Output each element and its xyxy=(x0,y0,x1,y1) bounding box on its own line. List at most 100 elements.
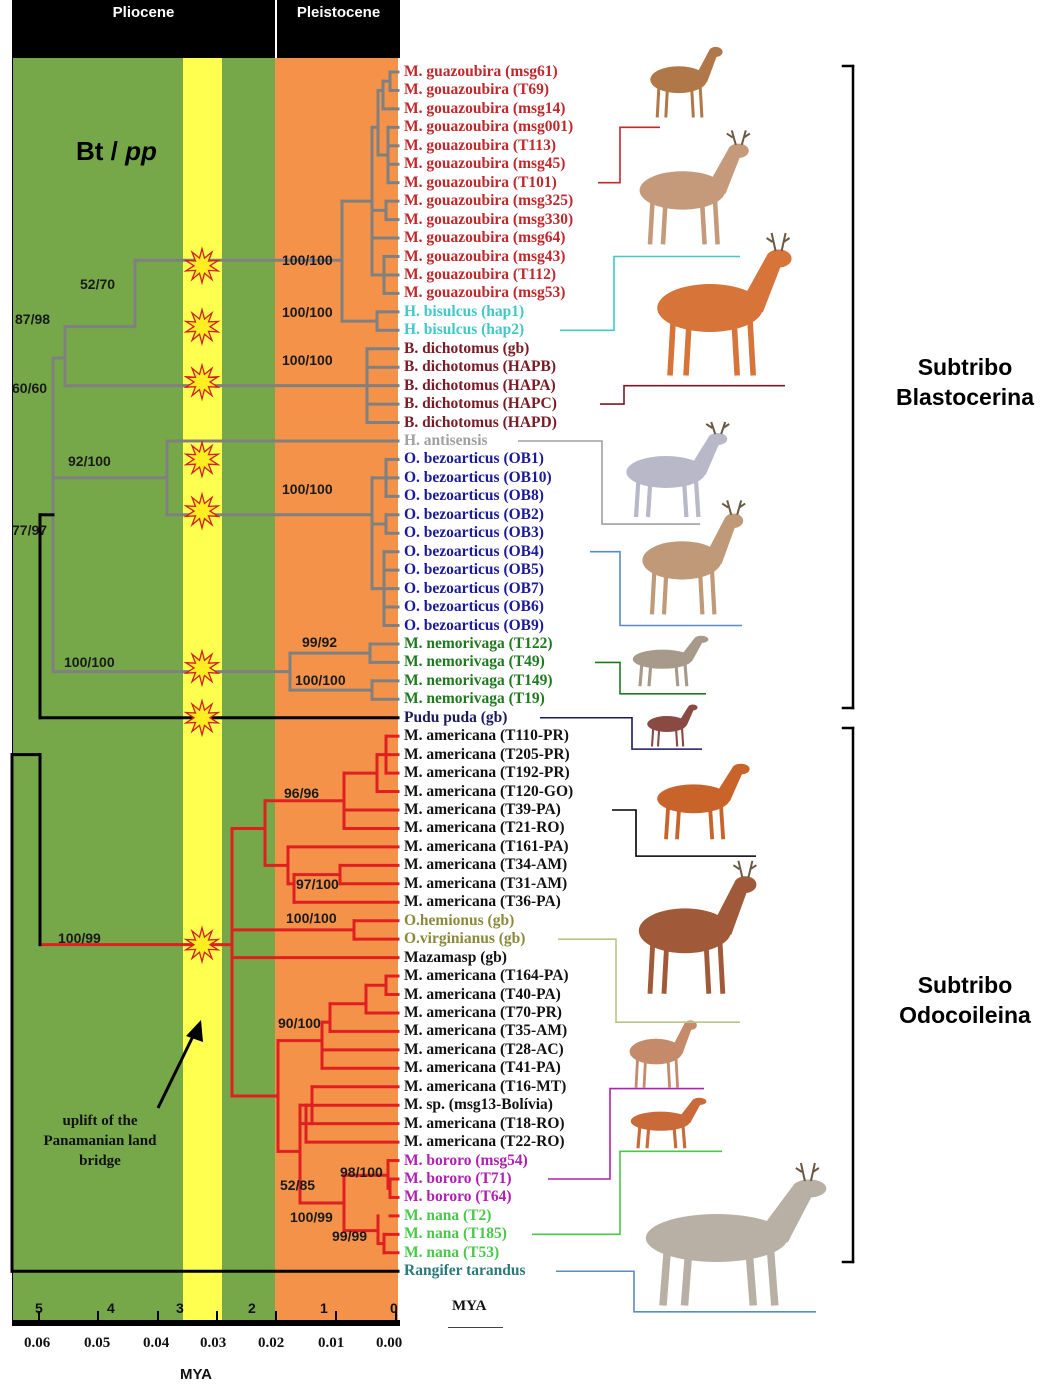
illustration-connector xyxy=(598,127,660,182)
taxon-label: M. americana (T164-PA) xyxy=(404,967,569,985)
taxon-label: M. americana (T205-PR) xyxy=(404,746,570,764)
taxon-label: H. bisulcus (hap2) xyxy=(404,321,524,339)
gray-brocket-deer-buck-icon xyxy=(640,130,750,244)
arrow-head-icon xyxy=(186,1020,203,1042)
divergence-star-icon xyxy=(186,365,218,399)
support-value: 90/100 xyxy=(278,1015,321,1031)
illustration-connector xyxy=(548,1089,704,1179)
axis-tick-label: 0.04 xyxy=(143,1335,169,1352)
axis-line xyxy=(12,1320,400,1326)
support-value: 100/99 xyxy=(290,1209,333,1225)
support-value: 92/100 xyxy=(68,453,111,469)
taxon-label: O. bezoarticus (OB4) xyxy=(404,543,544,561)
taxon-label: M. gouazoubira (msg64) xyxy=(404,229,565,247)
illustration-connector xyxy=(612,810,756,856)
axis-tick-label: 0.06 xyxy=(24,1335,50,1352)
support-value: 100/100 xyxy=(282,481,333,497)
taxon-label: M. gouazoubira (T112) xyxy=(404,266,556,284)
axis-tick-label: 0.05 xyxy=(84,1335,110,1352)
axis-tick-label: 0.02 xyxy=(258,1335,284,1352)
taxon-label: B. dichotomus (HAPD) xyxy=(404,414,557,432)
taxon-label: M. americana (T34-AM) xyxy=(404,856,567,874)
taxon-label: M. americana (T22-RO) xyxy=(404,1133,565,1151)
subtribe-blastocerina: Subtribo Blastocerina xyxy=(880,352,1050,412)
taxon-label: O. bezoarticus (OB2) xyxy=(404,506,544,524)
taxon-label: M. americana (T16-MT) xyxy=(404,1078,566,1096)
taxon-label: M. americana (T40-PA) xyxy=(404,986,561,1004)
reindeer-icon xyxy=(646,1163,827,1306)
taxon-label: Pudu puda (gb) xyxy=(404,709,507,727)
taxon-label: M. nemorivaga (T49) xyxy=(404,653,545,671)
taxon-label: M. americana (T70-PR) xyxy=(404,1004,562,1022)
support-value: 87/98 xyxy=(15,311,50,327)
taxon-label: O. bezoarticus (OB9) xyxy=(404,617,544,635)
taxon-label: Mazamasp (gb) xyxy=(404,949,507,967)
taxon-label: M. sp. (msg13-Bolívia) xyxy=(404,1096,553,1114)
taxon-label: M. nemorivaga (T122) xyxy=(404,635,553,653)
amazonian-brown-brocket-icon xyxy=(633,636,709,686)
taxon-label: H. bisulcus (hap1) xyxy=(404,303,524,321)
taxon-label: M. bororo (T71) xyxy=(404,1170,512,1188)
taxon-label: M. gouazoubira (msg325) xyxy=(404,192,573,210)
mya-tick: 0 xyxy=(390,1300,398,1316)
subtribe-odocoileina: Subtribo Odocoileina xyxy=(880,970,1050,1030)
mya-unit-underline xyxy=(448,1327,503,1328)
support-value: 97/100 xyxy=(296,876,339,892)
taxon-label: O. bezoarticus (OB6) xyxy=(404,598,544,616)
subtribe-line: Subtribo xyxy=(880,352,1050,382)
taxon-label: Rangifer tarandus xyxy=(404,1262,526,1280)
taxon-label: M. gouazoubira (msg001) xyxy=(404,118,573,136)
taxon-label: M. americana (T192-PR) xyxy=(404,764,570,782)
taxon-label: B. dichotomus (HAPB) xyxy=(404,358,556,376)
illustration-connector xyxy=(600,386,785,404)
taxon-label: O. bezoarticus (OB1) xyxy=(404,450,544,468)
support-value: 60/60 xyxy=(12,380,47,396)
support-value: 100/99 xyxy=(58,930,101,946)
axis-tick-label: 0.00 xyxy=(376,1335,402,1352)
subtribe-line: Subtribo xyxy=(880,970,1050,1000)
taxon-label: M. nemorivaga (T149) xyxy=(404,672,553,690)
taxon-label: M. americana (T110-PR) xyxy=(404,727,569,745)
taxon-label: O. bezoarticus (OB5) xyxy=(404,561,544,579)
taxon-label: M. nemorivaga (T19) xyxy=(404,690,545,708)
divergence-star-icon xyxy=(186,494,218,528)
taxon-label: M. nana (T2) xyxy=(404,1207,491,1225)
taxon-label: M. gouazoubira (T113) xyxy=(404,137,556,155)
mya-tick: 3 xyxy=(176,1300,184,1316)
taxon-label: O. bezoarticus (OB7) xyxy=(404,580,544,598)
taxon-label: M. gouazoubira (msg45) xyxy=(404,155,565,173)
support-value: 52/70 xyxy=(80,276,115,292)
taxon-label: M. nana (T53) xyxy=(404,1244,499,1262)
arrow-icon xyxy=(158,1030,196,1108)
support-value: 100/100 xyxy=(295,672,346,688)
taxon-label: M. bororo (T64) xyxy=(404,1188,512,1206)
support-value: 52/85 xyxy=(280,1177,315,1193)
support-value: 100/100 xyxy=(282,352,333,368)
pampas-deer-icon xyxy=(642,500,745,614)
taxon-label: M. bororo (msg54) xyxy=(404,1152,528,1170)
white-tailed-deer-icon xyxy=(639,861,757,994)
support-value: 100/100 xyxy=(286,910,337,926)
divergence-star-icon xyxy=(186,442,218,476)
mya-unit: MYA xyxy=(452,1298,486,1315)
taxon-label: H. antisensis xyxy=(404,432,488,450)
support-value: 77/97 xyxy=(12,522,47,538)
taxon-label: M. gouazoubira (msg330) xyxy=(404,211,573,229)
axis-tick-label: 0.03 xyxy=(200,1335,226,1352)
taxon-label: M. americana (T41-PA) xyxy=(404,1059,561,1077)
taxon-label: M. guazoubira (msg61) xyxy=(404,63,558,81)
red-brocket-icon xyxy=(657,764,749,840)
pudu-icon xyxy=(647,705,697,747)
axis-frame-left xyxy=(12,58,13,1320)
taxon-label: O. bezoarticus (OB10) xyxy=(404,469,552,487)
mya-tick: 1 xyxy=(320,1300,328,1316)
mya-tick: 2 xyxy=(248,1300,256,1316)
taxon-label: M. gouazoubira (msg53) xyxy=(404,284,565,302)
uplift-annotation: uplift of the Panamanian land bridge xyxy=(34,1111,166,1171)
support-value: 100/100 xyxy=(282,304,333,320)
support-value: 99/99 xyxy=(332,1228,367,1244)
taxon-label: M. gouazoubira (T69) xyxy=(404,81,549,99)
divergence-star-icon xyxy=(186,651,218,685)
taxon-label: M. americana (T120-GO) xyxy=(404,783,573,801)
taxon-label: B. dichotomus (HAPC) xyxy=(404,395,557,413)
